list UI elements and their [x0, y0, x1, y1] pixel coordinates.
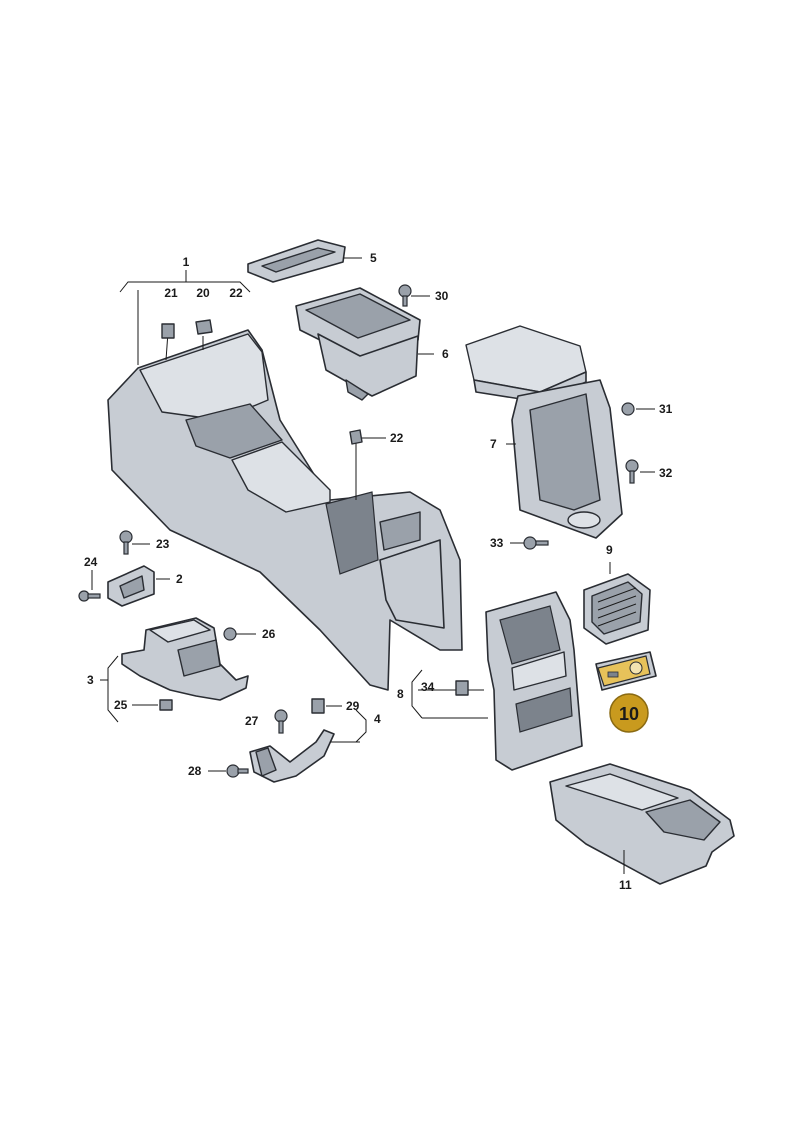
callout-20: 20 — [196, 286, 210, 300]
part-2-bracket — [107, 565, 170, 607]
part-31-screw — [621, 402, 655, 416]
callout-22: 22 — [390, 431, 404, 445]
callout-31: 31 — [659, 402, 673, 416]
part-21-clip — [161, 323, 175, 339]
callout-26: 26 — [262, 627, 276, 641]
callout-9: 9 — [606, 543, 613, 557]
callout-8-bracket — [411, 669, 488, 719]
part-5-tray — [247, 239, 362, 283]
callout-10-badge — [609, 693, 649, 733]
part-33-screw — [510, 536, 549, 550]
callout-33: 33 — [490, 536, 504, 550]
part-28-screw — [208, 764, 249, 778]
part-3-bracket-assembly — [100, 617, 249, 723]
part-27-screw — [274, 709, 288, 734]
part-30-screw — [398, 284, 430, 307]
part-8-trim-panel — [418, 591, 583, 771]
part-26-nut — [223, 627, 256, 641]
callout-4: 4 — [374, 712, 381, 726]
callout-6: 6 — [442, 347, 449, 361]
callout-7: 7 — [490, 437, 497, 451]
part-4-bracket — [249, 709, 367, 783]
callout-34: 34 — [421, 680, 435, 694]
part-10-usb-module — [595, 651, 657, 691]
callout-8: 8 — [397, 687, 404, 701]
callout-11: 11 — [619, 878, 632, 892]
part-6-storage-bin — [295, 287, 434, 401]
callout-27: 27 — [245, 714, 259, 728]
callout-32: 32 — [659, 466, 673, 480]
callout-25: 25 — [114, 698, 128, 712]
callout-30: 30 — [435, 289, 449, 303]
part-22-clip — [349, 429, 386, 445]
part-7-armrest — [465, 325, 623, 539]
callout-1-bracket — [119, 270, 251, 365]
part-32-screw — [625, 459, 655, 484]
part-11-rear-tray — [549, 763, 735, 885]
part-24-screw — [78, 570, 101, 602]
part-23-screw — [119, 530, 150, 555]
callout-22-top: 22 — [229, 286, 243, 300]
callout-23: 23 — [156, 537, 170, 551]
part-1-center-console — [107, 329, 463, 691]
callout-10: 10 — [619, 704, 639, 724]
callout-21: 21 — [164, 286, 178, 300]
callout-29: 29 — [346, 699, 360, 713]
callout-3: 3 — [87, 673, 94, 687]
callout-2: 2 — [176, 572, 183, 586]
part-29-clip — [311, 698, 342, 714]
part-9-air-vent — [583, 562, 651, 645]
callout-28: 28 — [188, 764, 202, 778]
callout-5: 5 — [370, 251, 377, 265]
part-20-clip — [195, 319, 213, 335]
callout-24: 24 — [84, 555, 98, 569]
part-34-clip — [455, 680, 469, 696]
callout-1: 1 — [183, 255, 190, 269]
